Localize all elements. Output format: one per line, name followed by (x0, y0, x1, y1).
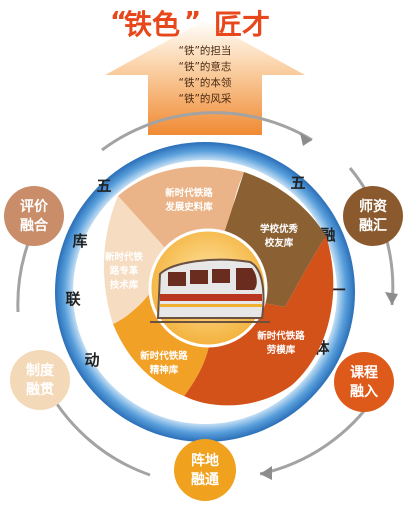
sector-label-history: 新时代铁路 (165, 187, 213, 199)
badge-teachers-line: 融汇 (359, 217, 387, 234)
sector-label-history: 发展史料库 (164, 201, 213, 213)
badge-courses-line: 融入 (350, 383, 378, 400)
title-quote-close: ” (184, 7, 201, 37)
sector-label-spirit: 新时代铁路 (140, 350, 188, 362)
badge-base-line: 融通 (191, 471, 219, 488)
ring-left-char: 动 (84, 351, 99, 369)
badge-evaluation-line: 评价 (20, 199, 49, 215)
title-suffix: 匠才 (214, 8, 270, 41)
badge-system-line: 制度 (26, 362, 55, 379)
ring-right-char: 五 (290, 174, 305, 192)
train-medallion (148, 228, 270, 348)
sector-label-reform: 技术库 (110, 279, 139, 291)
title-main: 铁色 (124, 8, 180, 41)
badge-base-line: 阵地 (191, 452, 219, 469)
page-title: “ 铁色 ” 匠才 (110, 7, 270, 41)
ring-right-char: 一 (330, 281, 345, 299)
sector-reform (103, 196, 205, 324)
arrow-line: “铁”的本领 (179, 76, 232, 89)
arrow-line: “铁”的风采 (179, 92, 232, 105)
arrow-line: “铁”的担当 (179, 44, 232, 57)
sector-label-spirit: 精神库 (150, 364, 179, 376)
sector-model (184, 236, 334, 406)
badge-teachers: 师资 融汇 (343, 186, 403, 246)
ring-left-char: 库 (72, 232, 87, 250)
train-icon (150, 258, 270, 323)
ring-left-words: 五 库 联 动 (65, 177, 111, 369)
sector-label-model: 新时代铁路 (257, 330, 305, 342)
sector-label-model: 劳模库 (267, 344, 296, 356)
sector-labels: 新时代铁路 发展史料库 学校优秀 校友库 新时代铁路 劳模库 新时代铁路 精神库… (105, 187, 305, 376)
ring-left-char: 五 (96, 177, 111, 195)
sector-label-reform: 路专革 (110, 265, 139, 277)
sector-label-alumni: 学校优秀 (260, 223, 299, 235)
sector-label-reform: 新时代铁 (105, 251, 144, 263)
badge-evaluation: 评价 融合 (4, 186, 64, 246)
title-quote-open: “ (110, 7, 127, 37)
badge-base: 阵地 融通 (174, 439, 236, 501)
arrow-line: “铁”的意志 (179, 60, 232, 73)
sector-label-alumni: 校友库 (265, 237, 294, 249)
badge-courses-line: 课程 (350, 365, 378, 381)
badge-teachers-line: 师资 (359, 198, 387, 215)
arrow-text: “铁”的担当 “铁”的意志 “铁”的本领 “铁”的风采 (179, 44, 232, 105)
badge-system: 制度 融贯 (10, 350, 70, 410)
upward-arrow (105, 20, 305, 135)
badge-evaluation-line: 融合 (20, 217, 49, 234)
badge-courses: 课程 融入 (334, 352, 394, 412)
badge-system-line: 融贯 (26, 381, 54, 398)
ring-left-char: 联 (65, 290, 81, 308)
